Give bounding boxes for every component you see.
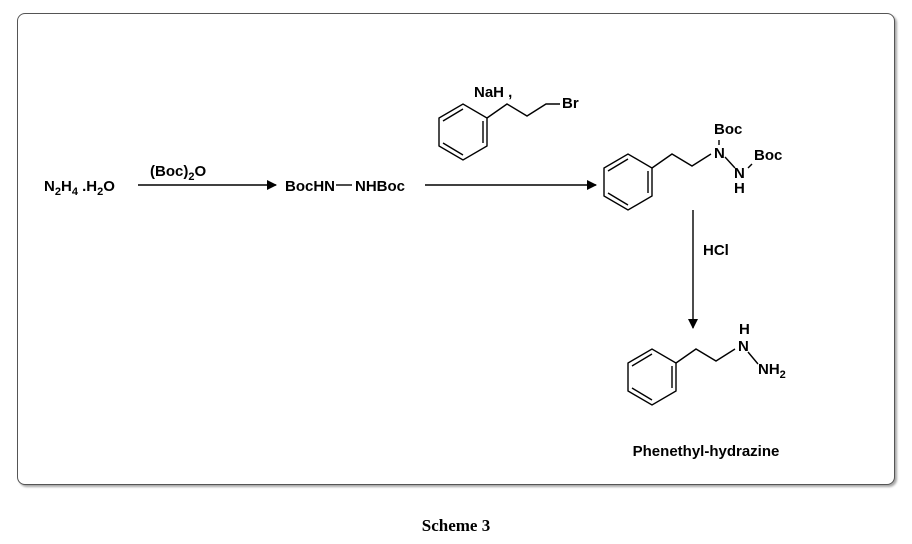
benzene-ring — [603, 153, 653, 211]
ethyl-chain — [651, 153, 712, 169]
intermediate-left: BocHN — [285, 178, 335, 195]
reactant-label: N2H4 .H2O — [44, 178, 115, 198]
phenethyl-bromide-structure — [438, 103, 560, 161]
hydrazine-nitrogen: N — [738, 338, 749, 355]
scheme-frame — [17, 13, 895, 485]
step1-reagent: (Boc)2O — [150, 163, 206, 183]
phenethyl-hydrazine-structure — [627, 348, 759, 406]
nitrogen-2: N — [734, 165, 745, 182]
bromine-atom: Br — [562, 95, 579, 112]
step2-base: NaH , — [474, 84, 512, 101]
benzene-ring — [438, 103, 488, 161]
nitrogen-1: N — [714, 145, 725, 162]
step3-reagent: HCl — [703, 242, 729, 259]
boc-group-2: Boc — [754, 147, 782, 164]
intermediate-right: NHBoc — [355, 178, 405, 195]
ethyl-chain — [486, 103, 560, 119]
scheme-caption: Scheme 3 — [421, 516, 491, 535]
boc-group-1: Boc — [714, 121, 742, 138]
product-name: Phenethyl-hydrazine — [633, 443, 780, 460]
protected-hydrazine-structure — [603, 140, 753, 211]
amino-group: NH2 — [758, 361, 786, 381]
ethyl-chain — [675, 348, 736, 364]
hydrazine-nh-hydrogen: H — [739, 321, 750, 338]
nh-hydrogen: H — [734, 180, 745, 197]
benzene-ring — [627, 348, 677, 406]
